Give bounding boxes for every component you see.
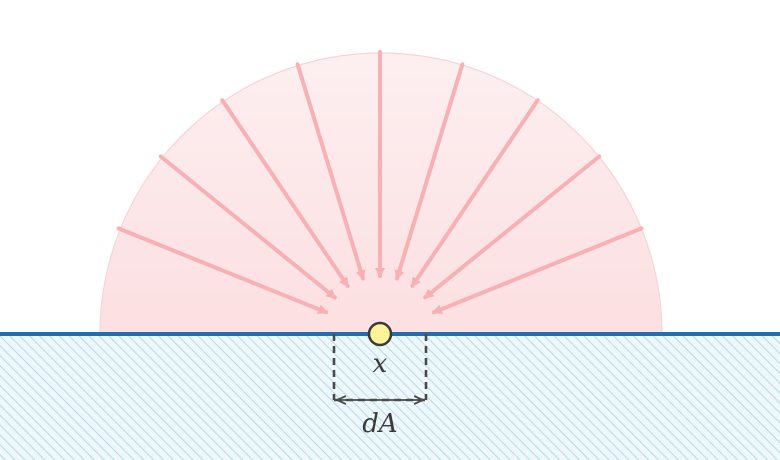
incoming-ray-6 bbox=[394, 62, 465, 281]
incoming-ray-2 bbox=[158, 154, 337, 300]
incoming-ray-9 bbox=[431, 226, 644, 315]
incoming-ray-8 bbox=[423, 154, 602, 300]
incoming-ray-4 bbox=[295, 62, 366, 281]
ground-region bbox=[0, 335, 780, 460]
point-label: x bbox=[373, 349, 388, 379]
incoming-ray-3 bbox=[220, 98, 350, 288]
incoming-ray-7 bbox=[410, 98, 540, 288]
area-label: dA bbox=[362, 409, 397, 439]
point-marker bbox=[367, 321, 393, 347]
incoming-rays bbox=[116, 50, 644, 315]
incoming-ray-1 bbox=[116, 226, 329, 315]
